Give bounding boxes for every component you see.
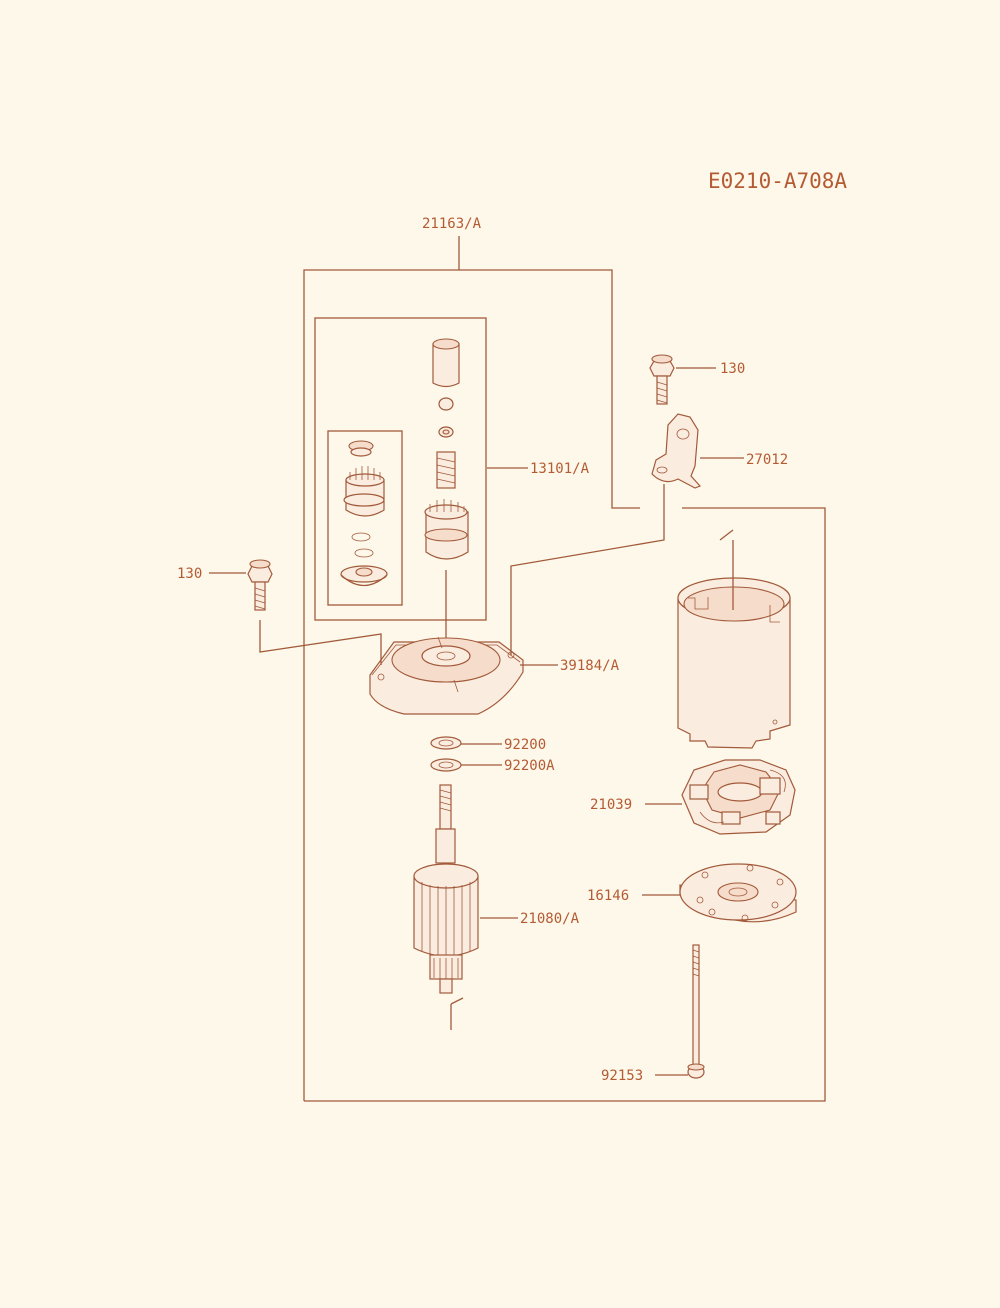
- pinion-kit-box: [314, 317, 487, 621]
- brush-holder-part: [681, 759, 796, 835]
- label-130-left[interactable]: 130: [177, 566, 202, 582]
- label-92200[interactable]: 92200: [504, 737, 546, 753]
- yoke-housing-part: [677, 529, 791, 749]
- label-39184-a[interactable]: 39184/A: [560, 658, 620, 674]
- through-bolt-part: [687, 944, 705, 1079]
- bolt-left-part: [247, 559, 382, 665]
- label-13101-a[interactable]: 13101/A: [530, 461, 590, 477]
- washer-92200a-part: [430, 758, 462, 772]
- armature-part: [413, 784, 479, 1030]
- label-92200a[interactable]: 92200A: [504, 758, 555, 774]
- plate-part: [679, 863, 797, 923]
- diagram-code: E0210-A708A: [708, 169, 847, 193]
- assembly-frame: [303, 236, 826, 1102]
- pinion-subkit-parts: [340, 440, 388, 587]
- washer-92200-part: [430, 736, 462, 750]
- label-21080-a[interactable]: 21080/A: [520, 911, 580, 927]
- label-92153[interactable]: 92153: [601, 1068, 643, 1084]
- pinion-subkit-box: [327, 430, 403, 606]
- pinion-column-parts: [424, 338, 469, 655]
- end-cover-part: [369, 636, 524, 715]
- label-16146[interactable]: 16146: [587, 888, 629, 904]
- label-27012[interactable]: 27012: [746, 452, 788, 468]
- label-130-right[interactable]: 130: [720, 361, 745, 377]
- label-21039[interactable]: 21039: [590, 797, 632, 813]
- bracket-part: [510, 413, 702, 655]
- label-21163-a[interactable]: 21163/A: [422, 216, 482, 232]
- bolt-right-part: [649, 354, 675, 405]
